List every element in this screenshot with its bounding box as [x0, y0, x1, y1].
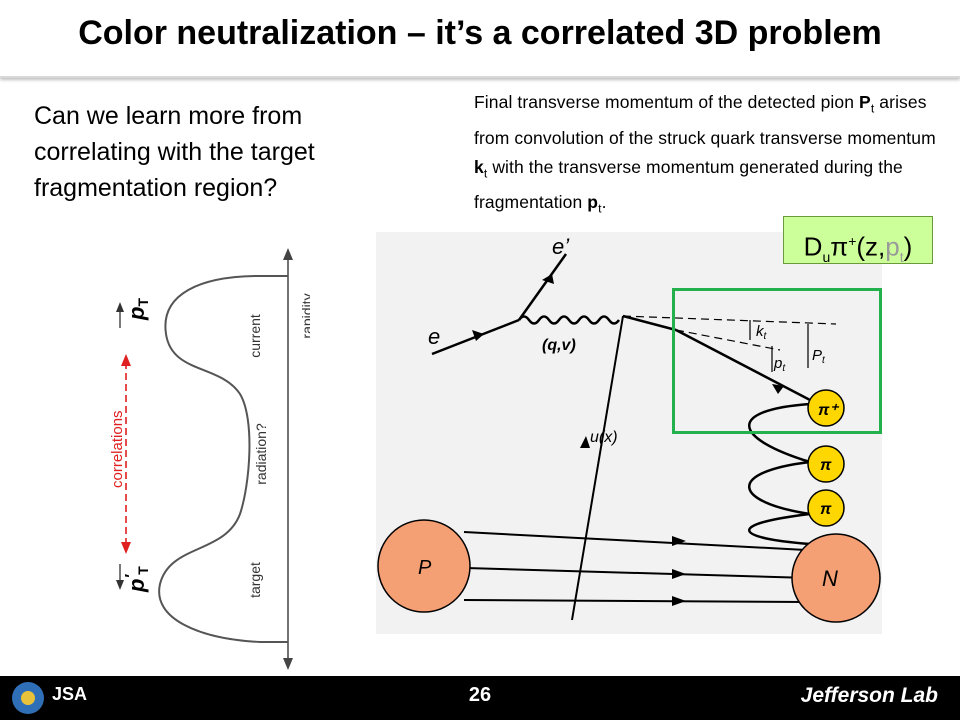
pion-plus-label: π⁺ — [818, 402, 839, 419]
pion-label-2: π — [820, 457, 832, 474]
struck-quark-line — [571, 315, 624, 621]
proton-circle — [377, 519, 471, 613]
nucleon-circle — [791, 533, 881, 623]
spectator-arrowhead-3 — [672, 596, 686, 606]
pt-label: pt — [773, 355, 786, 374]
pion-circle-3 — [807, 489, 845, 527]
subscript: t — [598, 201, 602, 216]
pT-subscript: T — [135, 298, 151, 307]
doe-seal-icon — [12, 682, 44, 714]
pT-symbol: p — [124, 307, 149, 321]
pT-arrowhead-bottom — [116, 580, 124, 590]
pt-symbol: p — [773, 355, 782, 372]
explanation-text: Final transverse momentum of the detecte… — [474, 88, 954, 224]
frag-momentum-symbol: p — [587, 192, 599, 212]
ux-label: u(x) — [590, 429, 618, 446]
slide-title: Color neutralization – it’s a correlated… — [78, 14, 882, 52]
prime-mark: ′ — [123, 574, 140, 579]
title-bar: Color neutralization – it’s a correlated… — [0, 0, 960, 78]
current-label: current — [247, 314, 263, 358]
electron-out-arrowhead — [542, 274, 554, 284]
pt-subscript: t — [782, 363, 786, 374]
electron-out-line — [517, 253, 568, 321]
pT-arrowhead-top — [116, 302, 124, 312]
sidis-diagram: kt pt Pt e e’ (q,v) u(x) π⁺ π π P N — [377, 234, 881, 623]
pT-top-label: pT — [124, 298, 151, 321]
fn-superscript-plus: + — [848, 233, 857, 249]
rapidity-curve — [158, 275, 288, 643]
quark-arrowhead — [580, 436, 590, 448]
fn-args-close: ) — [903, 231, 913, 262]
electron-in-arrowhead — [472, 330, 484, 341]
Pt-subscript: t — [822, 355, 826, 366]
correlations-label: correlations — [109, 410, 126, 488]
correlations-arrowhead-top — [121, 354, 131, 366]
rapidity-label: rapidity — [299, 293, 310, 338]
quark-out-line — [622, 314, 677, 332]
radiation-label: radiation? — [253, 423, 269, 485]
fn-args-open: (z, — [856, 231, 886, 262]
fn-p: p — [885, 231, 900, 262]
pion-plus-circle — [807, 389, 845, 427]
question-text: Can we learn more from correlating with … — [34, 102, 315, 202]
string-loops — [748, 402, 811, 546]
proton-label: P — [418, 557, 432, 579]
subscript: t — [483, 166, 488, 180]
kt-subscript: t — [764, 331, 768, 342]
jefferson-lab-logo: Jefferson Lab — [800, 684, 938, 707]
axis-arrowhead-bottom — [283, 658, 293, 670]
spectator-arrowhead-2 — [672, 569, 686, 579]
pion-momentum-symbol: P — [859, 92, 871, 112]
explanation-part: . — [601, 192, 607, 212]
fn-subscript-u: u — [822, 248, 831, 265]
electron-out-label: e’ — [552, 234, 570, 259]
pion-label-3: π — [820, 501, 832, 518]
fragmentation-function-box: Duπ+(z,pt) — [783, 216, 933, 265]
quark-fragment-line — [675, 328, 811, 402]
pT-symbol: p — [124, 579, 149, 593]
kt-label: kt — [756, 323, 768, 342]
footer-bar: JSA 26 Jefferson Lab — [0, 676, 960, 720]
rapidity-diagram: correlations pT p′T rapidity current rad… — [109, 248, 310, 670]
electron-in-label: e — [428, 324, 440, 349]
fn-subscript-t: t — [899, 248, 904, 265]
pT-subscript: T — [135, 566, 151, 575]
correlations-arrowhead-bottom — [121, 542, 131, 554]
photon-line — [517, 315, 621, 325]
quark-fragment-arrowhead — [772, 384, 784, 394]
axis-arrowhead-top — [283, 248, 293, 260]
spectator-line-1 — [463, 531, 807, 551]
Pt-label: Pt — [812, 347, 826, 366]
pT-bottom-label: p′T — [123, 566, 151, 593]
kt-symbol: k — [756, 323, 765, 340]
spectator-arrowhead-1 — [672, 536, 686, 546]
page-number: 26 — [468, 684, 492, 706]
explanation-part: with the transverse momentum generated d… — [474, 156, 903, 213]
nucleon-label: N — [822, 566, 838, 591]
dashed-reference-line — [622, 315, 837, 325]
explanation-part: Final transverse momentum of the detecte… — [474, 92, 860, 112]
fn-D: D — [803, 231, 823, 262]
explanation-part: arises from convolution of the struck qu… — [474, 92, 936, 148]
photon-label: (q,v) — [542, 337, 576, 354]
dashed-kt-line — [675, 329, 781, 351]
pion-circle-2 — [807, 445, 845, 483]
spectator-line-2 — [465, 567, 811, 579]
spectator-line-3 — [463, 599, 807, 603]
target-label: target — [247, 562, 263, 598]
Pt-symbol: P — [812, 347, 822, 364]
fn-pi: π — [830, 231, 849, 262]
fragmentation-highlight-box — [672, 288, 882, 434]
quark-momentum-symbol: k — [474, 156, 484, 177]
subscript: t — [870, 101, 875, 116]
jsa-logo: JSA — [52, 684, 88, 704]
